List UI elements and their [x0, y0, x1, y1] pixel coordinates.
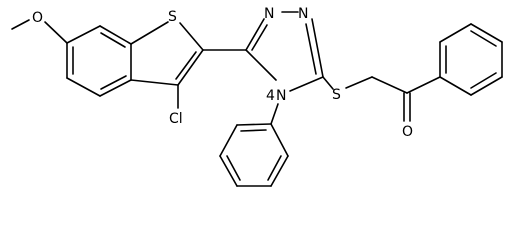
- bond-s-ch2: [345, 76, 373, 89]
- bond-ph-1: [236, 123, 272, 126]
- bond-c2-c3: [177, 49, 204, 86]
- atom-triazole-n2: N: [264, 6, 274, 22]
- bond-benzo-5: [99, 25, 132, 45]
- bond-s-c2: [179, 22, 204, 51]
- bond-c3-n2: [245, 18, 265, 51]
- bond-n1-c5-inner: [305, 23, 317, 75]
- bond-bz-3-inner: [470, 30, 497, 47]
- bond-c5-s: [322, 76, 334, 90]
- atom-carbonyl-oxygen: O: [402, 124, 413, 140]
- bond-n1-c5: [311, 18, 324, 78]
- bond-c3-c3a: [130, 79, 179, 86]
- bond-ph-3-inner: [226, 155, 241, 181]
- bond-ph-5: [270, 155, 289, 187]
- bond-benzo-6: [66, 25, 101, 44]
- bond-methyl-o: [11, 19, 30, 30]
- bond-ph-1-inner: [240, 129, 267, 132]
- bond-ph-5-inner: [267, 155, 282, 181]
- bond-n4-c3: [245, 49, 277, 81]
- bond-o-aryl: [44, 21, 68, 44]
- atom-triazole-n4: N: [276, 88, 286, 104]
- bond-ph-6: [270, 123, 289, 157]
- atom-chlorine: Cl: [169, 111, 183, 127]
- bonds: [11, 11, 503, 187]
- atom-triazole-n1: N: [298, 6, 308, 22]
- bond-benzo-3: [99, 79, 132, 97]
- atom-thiophene-sulfur: S: [168, 9, 177, 25]
- atom-methoxy-oxygen: O: [32, 10, 43, 26]
- bond-c5-n4: [289, 76, 324, 92]
- atom-n4-locant: 4: [266, 88, 275, 104]
- bond-ph-3: [219, 155, 238, 187]
- bond-c3-n2-inner: [251, 24, 268, 51]
- bond-benzo-5-inner: [100, 32, 126, 48]
- bond-co-phenyl: [406, 76, 441, 94]
- bond-bz-6: [439, 76, 472, 96]
- bond-bz-2: [439, 23, 472, 43]
- structure-canvas: O S Cl N N N 4 S O: [11, 6, 503, 187]
- bond-c7a-s: [130, 21, 169, 45]
- atom-labels: O S Cl N N N 4 S O: [32, 6, 413, 140]
- bond-ch2-co: [371, 76, 408, 94]
- bond-bz-3: [470, 23, 503, 43]
- bond-bz-5: [470, 76, 503, 96]
- bond-benzo-2: [66, 77, 101, 97]
- bond-ph-2: [219, 124, 238, 157]
- bond-benzo-3-inner: [100, 75, 127, 90]
- molecule-drawing: O S Cl N N N 4 S O: [11, 6, 503, 187]
- atom-thioether-sulfur: S: [332, 87, 341, 103]
- bond-c2-c3-inner: [175, 51, 197, 80]
- bond-n4-phenyl: [270, 103, 279, 125]
- bond-bz-5-inner: [470, 72, 497, 89]
